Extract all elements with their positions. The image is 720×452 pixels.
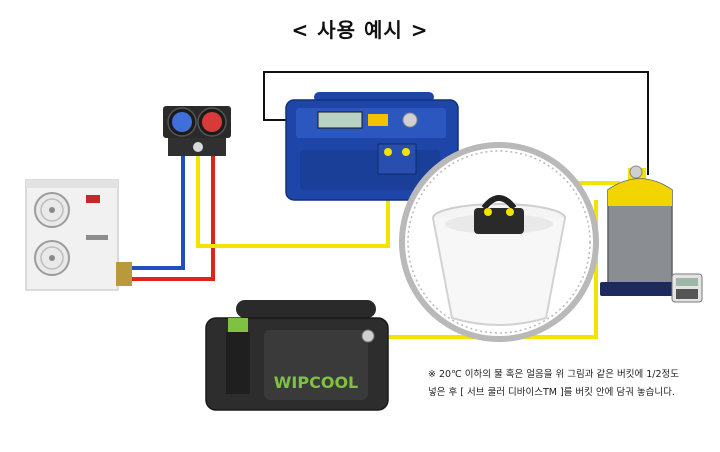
usage-note-line-2: 넣은 후 [ 서브 쿨러 디바이스TM ]를 버킷 안에 담궈 놓습니다. xyxy=(428,387,675,398)
pump-brand-label: WIPCOOL xyxy=(274,373,358,392)
gauge-manifold xyxy=(163,106,231,156)
usage-note-line-1: ※ 20℃ 이하의 물 혹은 얼음을 위 그림과 같은 버킷에 1/2정도 xyxy=(428,369,680,380)
recovery-machine xyxy=(285,92,459,201)
vacuum-pump: WIPCOOL xyxy=(205,300,389,411)
red-hose xyxy=(130,156,215,281)
black-hose xyxy=(263,71,649,175)
yellow-hose-manifold-to-recovery xyxy=(196,156,390,248)
scale-display xyxy=(671,273,703,303)
refrigerant-tank xyxy=(600,165,680,296)
condensing-unit xyxy=(25,179,132,291)
bucket-with-subcooler xyxy=(432,195,566,326)
page-title: < 사용 예시 > xyxy=(291,18,429,42)
usage-note: ※ 20℃ 이하의 물 혹은 얼음을 위 그림과 같은 버킷에 1/2정도 넣은… xyxy=(428,366,718,402)
blue-hose xyxy=(130,156,185,270)
